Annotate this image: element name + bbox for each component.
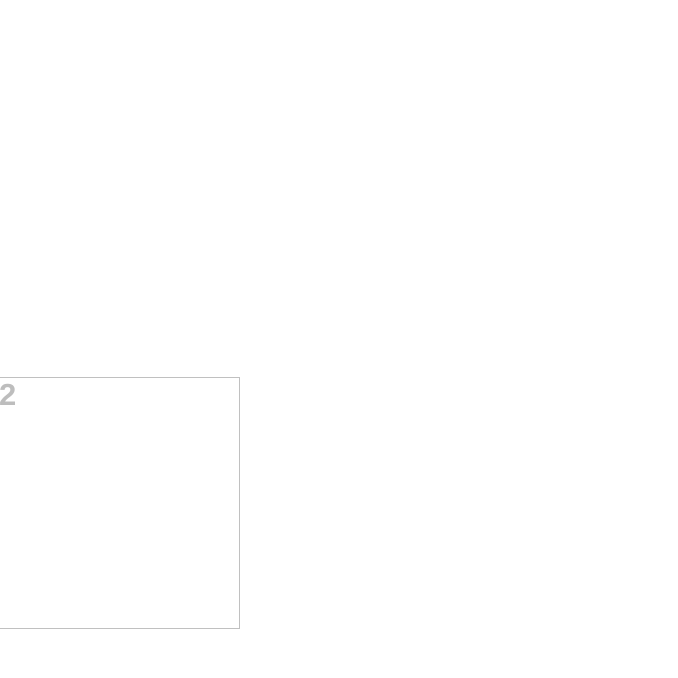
panel-box (0, 377, 240, 629)
panel-number-label: 2 (0, 377, 17, 412)
